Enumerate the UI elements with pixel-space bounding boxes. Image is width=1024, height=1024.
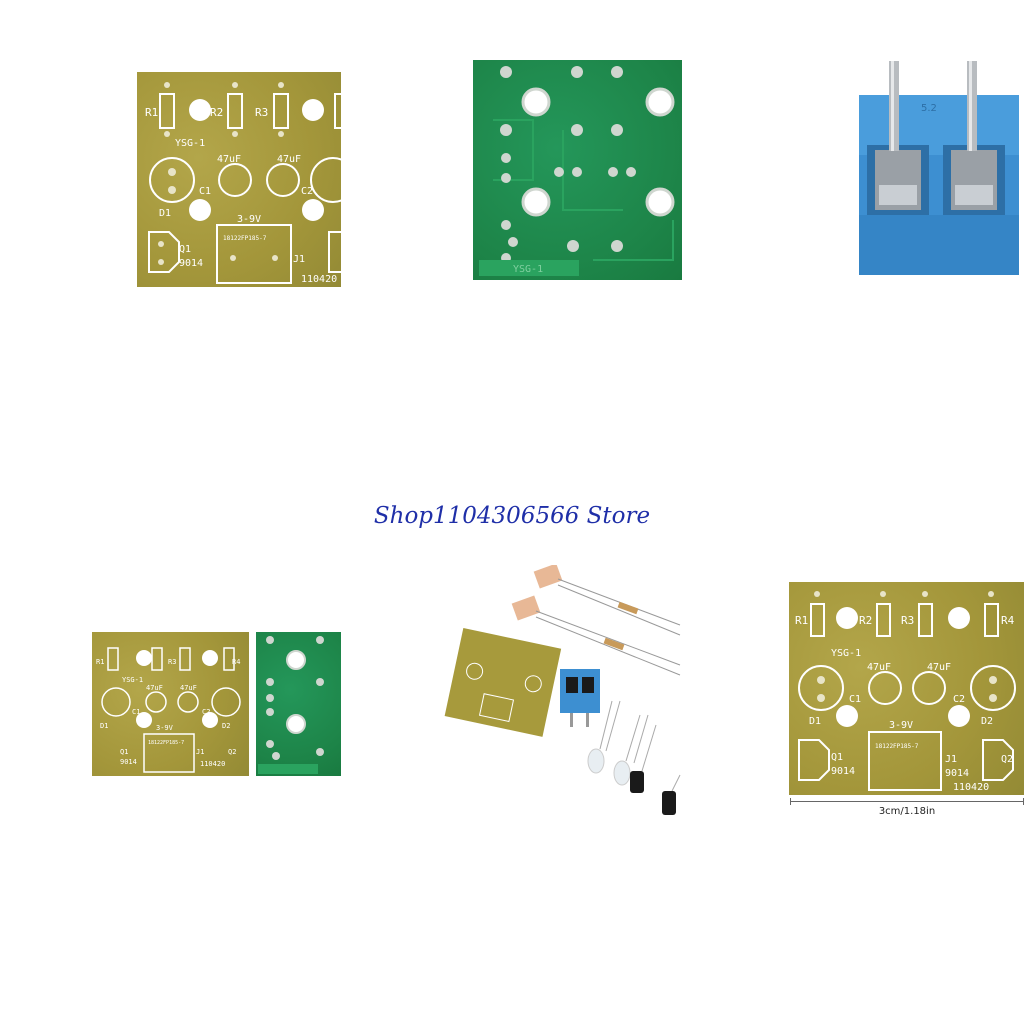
large-silk-cap-2: 47uF <box>927 662 951 673</box>
pcb-front-photo-bottom-left: R1 R2 R3 R4 YSG-1 47uF 47uF C1 C2 D1 D2 … <box>92 632 249 776</box>
large-silk-voltage: 3-9V <box>889 720 913 731</box>
silk-d1: D1 <box>159 208 171 219</box>
small-silk-chip: 18122FP185-7 <box>148 740 184 746</box>
small-silk-serial: 110420 <box>200 760 225 768</box>
large-silk-c2: C2 <box>953 694 965 705</box>
small-silk-r2: R2 <box>140 658 148 666</box>
silk-r1: R1 <box>145 106 158 119</box>
small-silk-j1: J1 <box>196 748 204 756</box>
large-silk-d2: D2 <box>981 716 993 727</box>
large-silk-j1: J1 <box>945 754 957 765</box>
large-silk-chip: 18122FP185-7 <box>875 743 919 750</box>
back-silk-model: YSG-1 <box>513 264 543 275</box>
small-silk-transistor: 9014 <box>120 758 137 766</box>
small-silk-q2: Q2 <box>228 748 236 756</box>
terminal-pitch-label: 5.2 <box>921 103 937 114</box>
large-silk-model: YSG-1 <box>831 648 861 659</box>
small-silk-r1: R1 <box>96 658 104 666</box>
store-watermark: Shop1104306566 Store <box>373 503 651 529</box>
large-silk-q1: Q1 <box>831 752 843 763</box>
silk-voltage: 3-9V <box>237 214 261 225</box>
kit-components-photo-bottom-center <box>440 565 685 820</box>
silk-c1: C1 <box>199 186 211 197</box>
pcb-back-photo-top-center: YSG-1 <box>473 60 682 280</box>
small-silk-voltage: 3-9V <box>156 724 174 732</box>
large-silk-transistor-2: 9014 <box>945 768 969 779</box>
silk-r2: R2 <box>210 106 223 119</box>
large-silk-r1: R1 <box>795 614 808 627</box>
small-silk-d2: D2 <box>222 722 230 730</box>
dimension-indicator: 3cm/1.18in <box>790 798 1024 822</box>
small-silk-r4: R4 <box>232 658 240 666</box>
large-silk-q2: Q2 <box>1001 754 1013 765</box>
pcb-back-photo-bottom-left <box>256 632 341 776</box>
silk-r3: R3 <box>255 106 268 119</box>
pcb-front-photo-top-left: R1 R2 R3 YSG-1 47uF 47uF C1 C2 D1 3-9V 1… <box>137 72 341 287</box>
small-silk-c2: C2 <box>202 708 210 716</box>
small-silk-r3: R3 <box>168 658 176 666</box>
large-silk-r3: R3 <box>901 614 914 627</box>
silk-cap-value-1: 47uF <box>217 154 241 165</box>
silk-cap-value-2: 47uF <box>277 154 301 165</box>
large-silk-d1: D1 <box>809 716 821 727</box>
small-silk-cap-1: 47uF <box>146 684 163 692</box>
dimension-tick-left <box>790 798 791 805</box>
large-silk-serial: 110420 <box>953 782 989 793</box>
silk-transistor: 9014 <box>179 258 203 269</box>
small-silk-c1: C1 <box>132 708 140 716</box>
terminal-block-photo-top-right: 5.2 <box>859 55 1024 275</box>
silk-q1: Q1 <box>179 244 191 255</box>
small-silk-d1: D1 <box>100 722 108 730</box>
silk-chip-text: 18122FP185-7 <box>223 235 267 242</box>
silk-model: YSG-1 <box>175 138 205 149</box>
large-silk-r4: R4 <box>1001 614 1015 627</box>
dimension-line <box>790 801 1024 802</box>
small-silk-cap-2: 47uF <box>180 684 197 692</box>
large-silk-r2: R2 <box>859 614 872 627</box>
large-silk-c1: C1 <box>849 694 861 705</box>
small-silk-model: YSG-1 <box>122 676 143 684</box>
dimension-text: 3cm/1.18in <box>878 806 936 817</box>
large-silk-cap-1: 47uF <box>867 662 891 673</box>
silk-c2: C2 <box>301 186 313 197</box>
silk-j1: J1 <box>293 254 305 265</box>
silk-serial: 110420 <box>301 274 337 285</box>
large-silk-transistor: 9014 <box>831 766 855 777</box>
small-silk-q1: Q1 <box>120 748 128 756</box>
pcb-front-photo-bottom-right: R1 R2 R3 R4 YSG-1 47uF 47uF C1 C2 D1 D2 … <box>789 582 1024 795</box>
